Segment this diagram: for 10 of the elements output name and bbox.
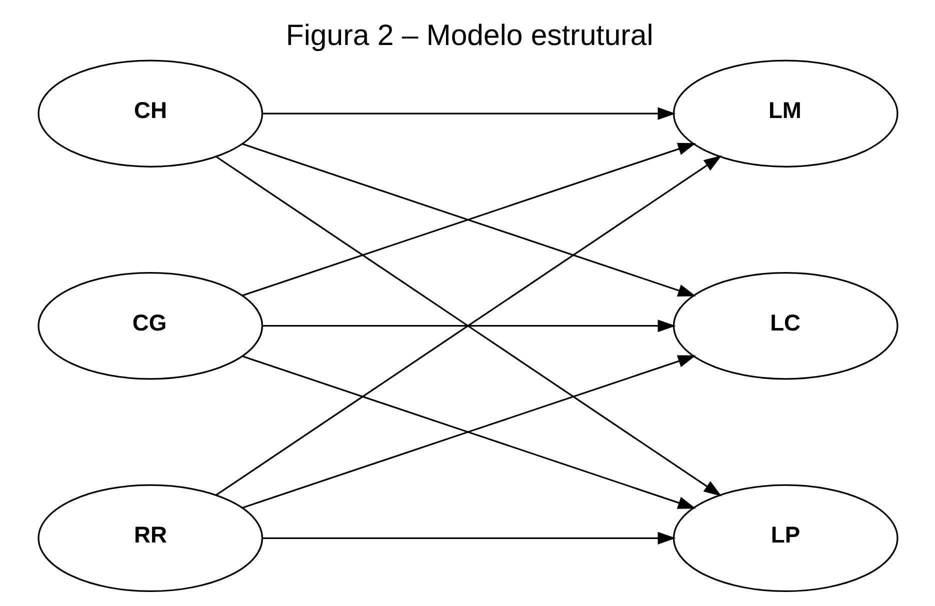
arrow: [262, 320, 676, 332]
node-ellipse: RR: [37, 484, 263, 592]
node-ellipse: LM: [672, 60, 898, 168]
arrow: [262, 532, 676, 544]
arrow: [262, 107, 676, 120]
node-ellipse: LP: [672, 484, 898, 592]
node-ellipse: CH: [37, 60, 263, 168]
node-ellipse: LC: [672, 272, 898, 380]
diagram-title: Figura 2 – Modelo estrutural: [285, 18, 653, 52]
node-ellipse: CG: [37, 272, 263, 380]
